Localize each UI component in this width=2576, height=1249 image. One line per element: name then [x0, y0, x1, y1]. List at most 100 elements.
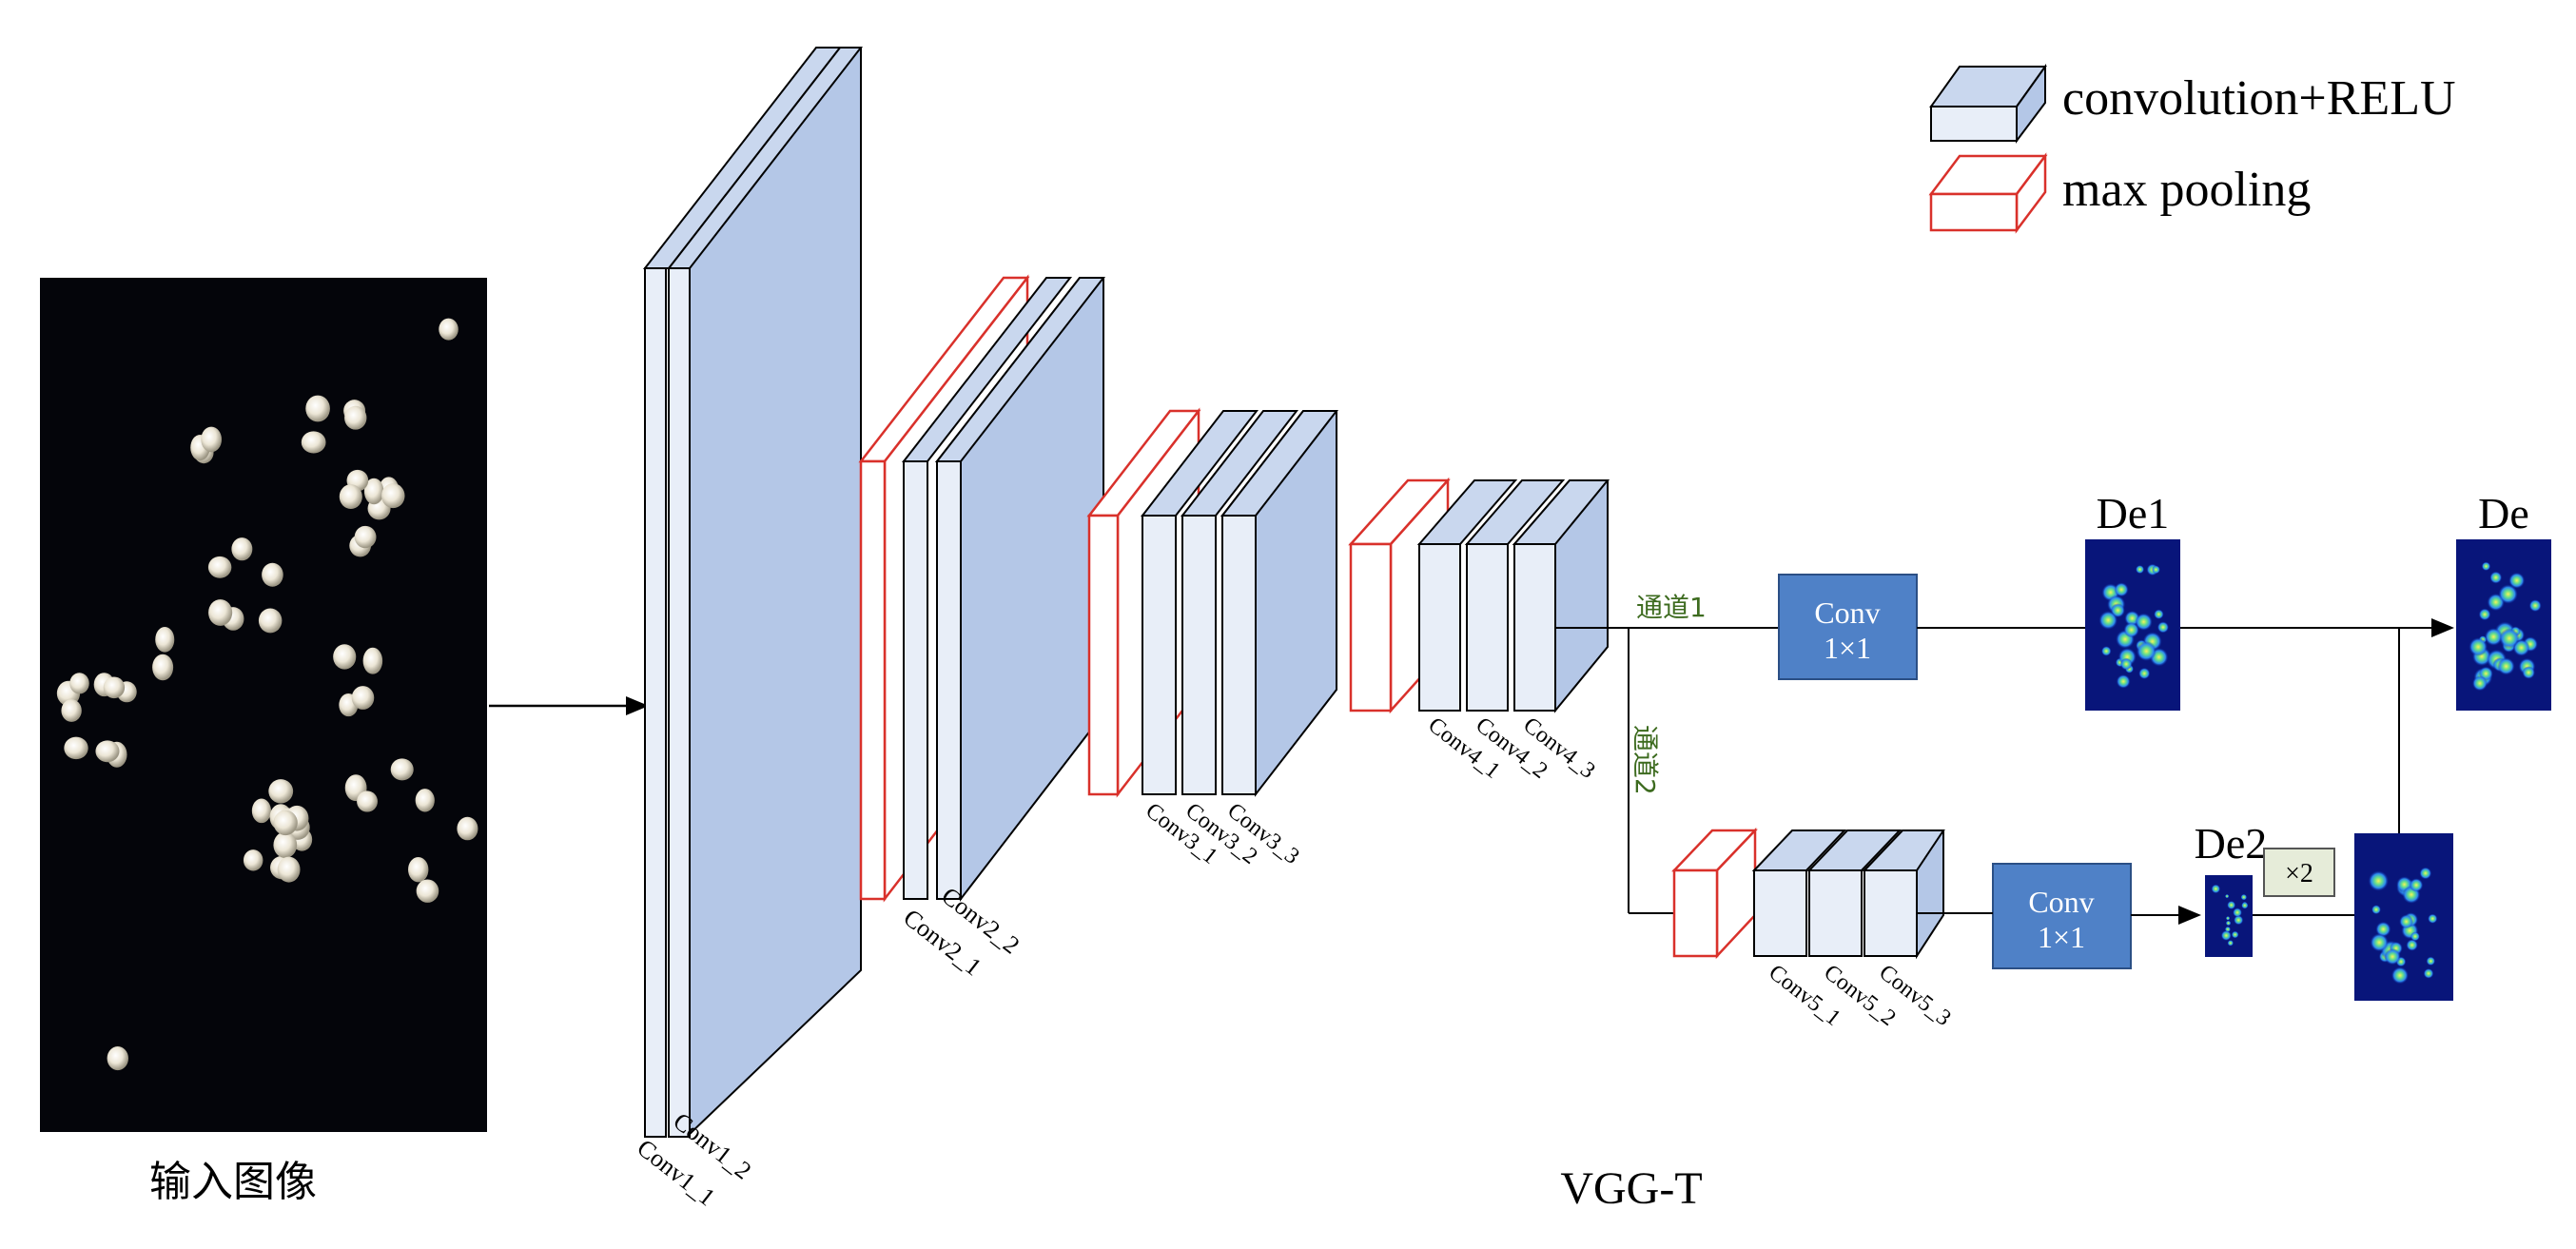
density-blob	[2116, 673, 2131, 689]
channel-1-label: 通道1	[1636, 592, 1707, 623]
channel-2-label: 通道2	[1630, 725, 1661, 795]
heatmap-de	[2456, 539, 2551, 711]
seed	[333, 644, 357, 670]
output-label-de1: De1	[2097, 489, 2170, 537]
density-blob	[2522, 666, 2536, 679]
legend-conv-label: convolution+RELU	[2062, 71, 2456, 126]
seed	[362, 647, 383, 674]
seed	[262, 562, 283, 587]
density-blob	[2368, 870, 2390, 891]
density-blob	[2123, 621, 2139, 638]
seed	[273, 831, 298, 858]
output-label-de: De	[2478, 489, 2529, 537]
seed	[439, 318, 459, 341]
density-blob	[2154, 609, 2164, 619]
density-blob	[2484, 628, 2503, 646]
seed	[339, 484, 362, 510]
density-blob	[2211, 884, 2221, 894]
density-blob	[2240, 893, 2248, 901]
seed	[61, 699, 82, 722]
seed	[231, 537, 253, 561]
density-blob	[2138, 667, 2151, 680]
conv1x1-top-line1: Conv	[1814, 595, 1880, 630]
seed	[201, 426, 223, 453]
density-blob	[2119, 657, 2133, 671]
seed	[457, 816, 478, 841]
heatmap-de2	[2205, 875, 2253, 957]
output-label-de2: De2	[2195, 819, 2268, 868]
input-image	[40, 278, 487, 1132]
density-blob	[2410, 931, 2420, 942]
branch-lines	[1555, 627, 1779, 914]
seed	[390, 758, 414, 781]
input-image-label: 输入图像	[149, 1158, 317, 1206]
density-blob	[2225, 894, 2230, 899]
density-blob	[2156, 621, 2170, 634]
density-blob	[2375, 921, 2391, 937]
stage-4	[1348, 477, 1610, 714]
stage-5	[1671, 827, 1945, 960]
seed	[416, 879, 439, 903]
density-blob	[2406, 939, 2418, 951]
density-blob	[2098, 611, 2118, 630]
conv1x1-block-top: Conv 1×1	[1778, 574, 1918, 680]
density-blob	[2231, 930, 2239, 939]
density-blob	[2152, 565, 2160, 575]
seed	[415, 789, 435, 812]
density-blob	[2409, 878, 2424, 892]
seed	[273, 810, 298, 836]
legend-pool-label: max pooling	[2062, 163, 2311, 217]
seed	[301, 431, 326, 454]
density-blob	[2241, 902, 2249, 909]
density-blob	[2469, 637, 2488, 656]
conv1x1-top-line2: 1×1	[1824, 631, 1871, 665]
seed	[243, 849, 263, 871]
legend: convolution+RELU max pooling	[1928, 63, 2456, 234]
seed	[354, 525, 377, 549]
seed	[305, 395, 330, 422]
upsample-badge: ×2	[2263, 848, 2335, 897]
density-blob	[2399, 914, 2414, 929]
legend-pool-swatch	[1928, 152, 2048, 234]
seed	[69, 673, 89, 694]
network-title: VGG-T	[1560, 1163, 1702, 1214]
density-blob	[2227, 940, 2234, 947]
seed	[152, 654, 174, 681]
density-blob	[2498, 584, 2518, 604]
density-blob	[2419, 867, 2432, 880]
conv1x1-bottom-line2: 1×1	[2038, 920, 2085, 954]
conv1x1-bottom-line1: Conv	[2028, 885, 2094, 919]
seed	[381, 483, 405, 509]
density-blob	[2370, 933, 2389, 952]
density-blob	[2136, 565, 2145, 575]
density-blob	[2135, 613, 2153, 631]
density-blob	[2234, 915, 2244, 926]
density-blob	[2225, 916, 2231, 921]
stage-3	[1086, 407, 1339, 798]
density-blob	[2233, 907, 2242, 918]
density-blob	[2508, 572, 2526, 589]
seed-cluster	[56, 318, 478, 1071]
density-blob	[2497, 657, 2515, 675]
density-blob	[2428, 913, 2438, 924]
seed	[408, 856, 429, 883]
density-blob	[2478, 608, 2491, 621]
seed	[95, 740, 120, 763]
seed	[268, 779, 294, 804]
density-blob	[2371, 905, 2381, 915]
stage-2	[858, 274, 1106, 903]
density-blob	[2101, 646, 2112, 656]
density-blob	[2114, 582, 2129, 597]
legend-conv-swatch	[1929, 63, 2047, 144]
seed	[107, 1046, 128, 1071]
density-blob	[2471, 675, 2488, 692]
seed	[357, 790, 378, 812]
seed	[208, 599, 233, 626]
heatmap-de2-upsampled	[2354, 833, 2453, 1001]
seed	[251, 798, 271, 824]
flow-lines	[1917, 618, 2454, 925]
seed	[351, 686, 375, 710]
density-blob	[2499, 628, 2520, 649]
seed	[363, 478, 384, 505]
